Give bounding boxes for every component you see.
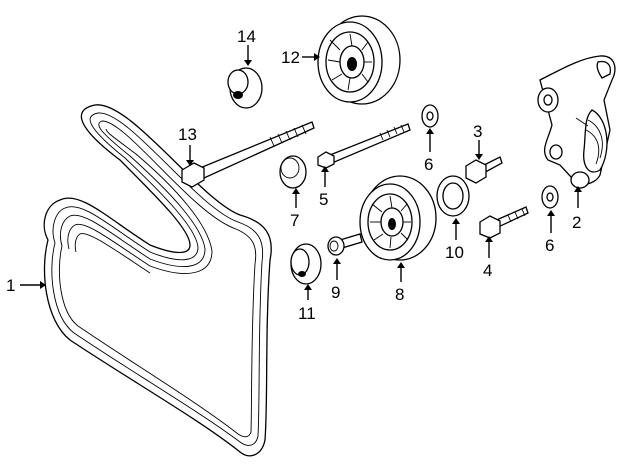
callout-3: 3 <box>473 122 482 141</box>
callout-8: 8 <box>395 285 404 304</box>
long-bolt-13 <box>181 121 315 188</box>
callout-6b: 6 <box>545 236 554 255</box>
dust-cap-11 <box>290 243 322 285</box>
idler-pulley-8 <box>359 175 437 261</box>
callout-9: 9 <box>331 283 340 302</box>
spacer-ring-10 <box>436 175 470 217</box>
callout-1: 1 <box>6 276 15 295</box>
callout-11: 11 <box>298 304 316 323</box>
belt-tensioner-2 <box>537 55 616 189</box>
callout-6a: 6 <box>424 155 433 174</box>
washer-6a <box>421 104 439 128</box>
bolt-5 <box>317 123 411 169</box>
callout-4: 4 <box>483 261 492 280</box>
idler-bolt-4 <box>479 206 529 239</box>
serpentine-belt <box>43 104 272 457</box>
idler-pulley-12 <box>317 15 401 105</box>
callout-14: 14 <box>237 27 256 46</box>
tensioner-bolt-3 <box>465 156 503 184</box>
callout-7: 7 <box>290 211 299 230</box>
dust-cap-7 <box>279 155 307 189</box>
dust-cap-14 <box>227 67 263 109</box>
leader-lines <box>20 45 582 300</box>
callout-10: 10 <box>445 243 464 262</box>
callout-2: 2 <box>572 213 581 232</box>
washer-6b <box>541 185 559 209</box>
callout-13: 13 <box>178 125 197 144</box>
callout-12: 12 <box>281 48 300 67</box>
callout-5: 5 <box>319 190 328 209</box>
pulley-bolt-9 <box>327 233 363 256</box>
callouts: 1 2 3 4 5 6 6 7 8 9 10 11 12 13 14 <box>6 27 581 323</box>
